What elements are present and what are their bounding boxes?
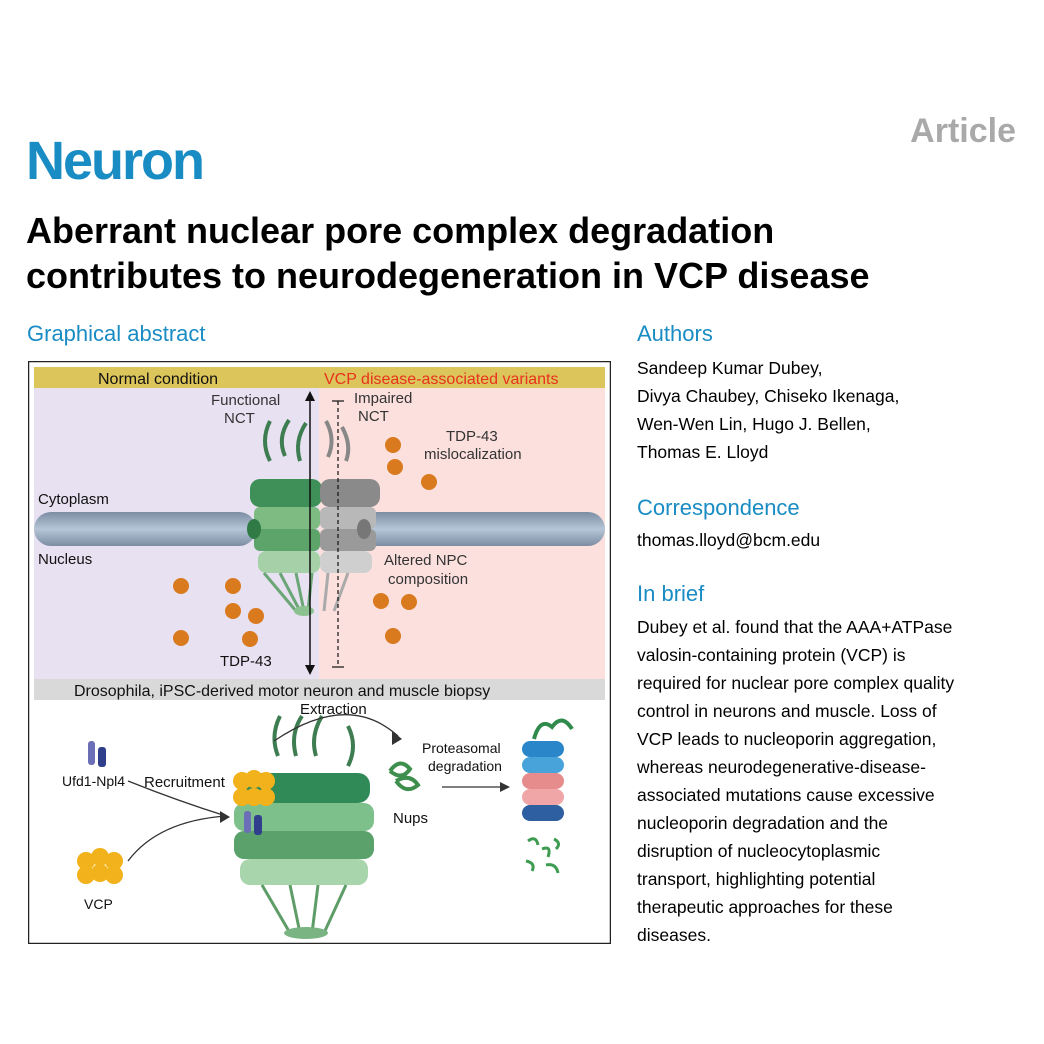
membrane-left [34, 512, 256, 546]
top-banner [34, 367, 605, 388]
cytoplasm-label: Cytoplasm [38, 491, 109, 508]
author-line: Divya Chaubey, Chiseko Ikenaga, [637, 386, 900, 406]
functional-nct-label: Functional [211, 392, 280, 409]
brief-line: whereas neurodegenerative-disease- [637, 757, 926, 777]
altered-npc [320, 420, 380, 612]
ufd1-npl4-complex [88, 741, 106, 767]
title-line: Aberrant nuclear pore complex degradatio… [26, 210, 775, 251]
recruitment-label: Recruitment [144, 774, 226, 791]
recruitment-arrows [127, 780, 227, 862]
correspondence-email[interactable]: thomas.lloyd@bcm.edu [637, 530, 821, 550]
vcp-label: VCP [84, 896, 113, 912]
tdp43-aggregates [173, 437, 437, 647]
vcp-hexamer [77, 848, 123, 884]
bottom-banner-label: Drosophila, iPSC-derived motor neuron an… [74, 683, 490, 700]
proteasomal-label: Proteasomal [422, 740, 501, 756]
article-title: Aberrant nuclear pore complex degradatio… [26, 208, 1016, 298]
correspondence-heading: Correspondence [637, 495, 800, 520]
author-line: Wen-Wen Lin, Hugo J. Bellen, [637, 414, 871, 434]
authors-heading: Authors [637, 321, 713, 346]
brief-line: therapeutic approaches for these [637, 897, 893, 917]
bottom-banner [34, 679, 605, 700]
npc-vcp-bound [233, 714, 374, 939]
in-brief-text: Dubey et al. found that the AAA+ATPase v… [637, 613, 1032, 949]
ufd1-npl4-label: Ufd1-Npl4 [62, 773, 125, 789]
article-type: Article [910, 112, 1016, 150]
functional-nct-label-2: NCT [224, 410, 255, 427]
extraction-arrowhead [392, 731, 402, 745]
nups-label: Nups [393, 810, 428, 827]
nups-aggregate [388, 761, 421, 792]
normal-npc [247, 418, 322, 616]
tdp43-label: TDP-43 [220, 653, 272, 670]
proteasome [522, 718, 574, 874]
impaired-nct-label: Impaired [354, 390, 412, 407]
extraction-label: Extraction [300, 701, 367, 718]
disease-variants-label: VCP disease-associated variants [324, 371, 559, 388]
brief-line: required for nuclear pore complex qualit… [637, 673, 955, 693]
graphical-abstract: Normal condition VCP disease-associated … [28, 361, 611, 944]
impaired-nct-arrow [332, 400, 344, 668]
extraction-arrow [273, 714, 399, 742]
author-line: Sandeep Kumar Dubey, [637, 358, 823, 378]
brief-line: VCP leads to nucleoporin aggregation, [637, 729, 937, 749]
brief-line: associated mutations cause excessive [637, 785, 935, 805]
brief-line: disruption of nucleocytoplasmic [637, 841, 881, 861]
altered-npc-label: Altered NPC [384, 552, 468, 569]
brief-line: control in neurons and muscle. Loss of [637, 701, 937, 721]
authors-list: Sandeep Kumar Dubey, Divya Chaubey, Chis… [637, 354, 997, 466]
tdp43-mislocalization-label: TDP-43 [446, 428, 498, 445]
functional-nct-arrow [305, 391, 315, 675]
journal-name: Neuron [26, 131, 205, 191]
brief-line: valosin-containing protein (VCP) is [637, 645, 906, 665]
in-brief-heading: In brief [637, 581, 705, 606]
impaired-nct-label-2: NCT [358, 408, 389, 425]
graphical-abstract-heading: Graphical abstract [27, 321, 206, 346]
degradation-label: degradation [428, 758, 502, 774]
brief-line: diseases. [637, 925, 711, 945]
brief-line: transport, highlighting potential [637, 869, 876, 889]
degradation-arrowhead [500, 782, 510, 792]
brief-line: Dubey et al. found that the AAA+ATPase [637, 617, 953, 637]
altered-npc-label-2: composition [388, 571, 468, 588]
title-line: contributes to neurodegeneration in VCP … [26, 255, 870, 296]
recruitment-arrowhead [220, 811, 230, 823]
nucleus-label: Nucleus [38, 551, 92, 568]
membrane-right [360, 512, 605, 546]
brief-line: nucleoporin degradation and the [637, 813, 889, 833]
author-line: Thomas E. Lloyd [637, 442, 769, 462]
normal-condition-label: Normal condition [98, 371, 218, 388]
tdp43-mislocalization-label-2: mislocalization [424, 446, 522, 463]
